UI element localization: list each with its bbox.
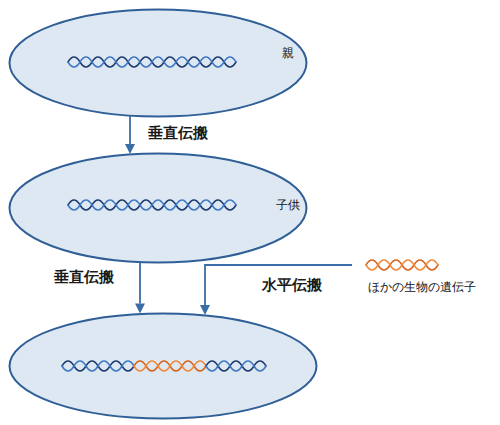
cell-label: 親 — [282, 46, 294, 61]
cell-outline — [8, 152, 308, 264]
arrow-head — [200, 305, 210, 315]
arrow-head — [125, 144, 135, 154]
edge-label: 垂直伝搬 — [148, 124, 208, 142]
transfer-arrow — [200, 265, 352, 315]
gene-label: ほかの生物の遺伝子 — [352, 280, 492, 295]
arrow-head — [135, 304, 145, 314]
cell-ellipse-shape — [10, 314, 317, 419]
cell-outline — [8, 312, 318, 420]
cell-ellipse: 親 — [8, 8, 308, 118]
foreign-dna-strand — [366, 260, 438, 270]
transfer-arrow — [125, 116, 135, 154]
cell-ellipse-shape — [10, 154, 307, 263]
transfer-arrow — [135, 263, 145, 314]
cell-ellipse — [8, 312, 318, 420]
arrow-line — [139, 263, 141, 304]
edge-label: 水平伝搬 — [262, 276, 322, 294]
gene-box: ほかの生物の遺伝子 — [352, 252, 492, 302]
cell-label: 子供 — [276, 198, 300, 213]
arrow-line — [129, 116, 131, 144]
cell-outline — [8, 8, 308, 118]
cell-ellipse: 子供 — [8, 152, 308, 264]
arrow-line — [205, 265, 352, 305]
foreign-dna-strand — [366, 260, 438, 270]
edge-label: 垂直伝搬 — [54, 268, 114, 286]
cell-ellipse-shape — [10, 10, 307, 117]
